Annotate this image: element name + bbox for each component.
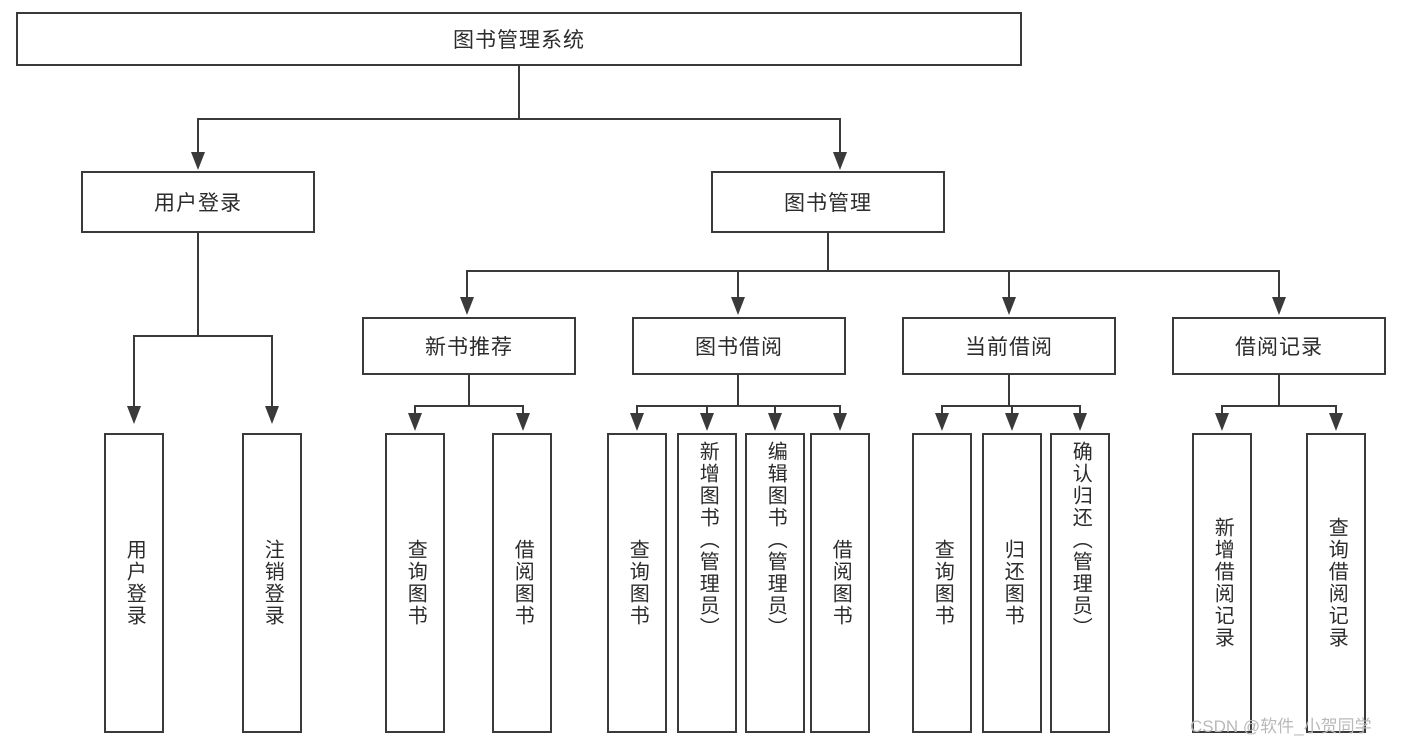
node-current-borrow[interactable]: 当前借阅 bbox=[902, 317, 1116, 375]
connector-book-borrow-child-4 bbox=[839, 405, 841, 417]
leaf-label: 借阅图书 bbox=[511, 539, 534, 627]
leaf-borrow-record-1[interactable]: 新增借阅记录 bbox=[1192, 433, 1252, 733]
arrow-borrow-record-child-1 bbox=[1215, 413, 1229, 431]
connector-to-new-book bbox=[466, 270, 468, 300]
connector-new-book-stem bbox=[468, 375, 470, 405]
arrow-new-book-child-1 bbox=[408, 413, 422, 431]
node-user-login[interactable]: 用户登录 bbox=[81, 171, 315, 233]
node-label: 图书管理系统 bbox=[453, 29, 585, 52]
leaf-label: 注销登录 bbox=[261, 539, 284, 627]
connector-borrow-record-stem bbox=[1278, 375, 1280, 405]
leaf-current-borrow-3[interactable]: 确认归还（管理员） bbox=[1050, 433, 1110, 733]
connector-borrow-record-bus bbox=[1221, 405, 1337, 407]
connector-borrow-record-child-1 bbox=[1221, 405, 1223, 417]
leaf-label: 查询图书 bbox=[626, 539, 649, 627]
connector-to-user-login bbox=[197, 118, 199, 156]
connector-new-book-child-1 bbox=[414, 405, 416, 417]
leaf-book-borrow-4[interactable]: 借阅图书 bbox=[810, 433, 870, 733]
leaf-borrow-record-2[interactable]: 查询借阅记录 bbox=[1306, 433, 1366, 733]
arrow-current-borrow-child-1 bbox=[935, 413, 949, 431]
arrow-user-login-child-1 bbox=[127, 406, 141, 424]
connector-current-borrow-child-1 bbox=[941, 405, 943, 417]
arrow-user-login-child-2 bbox=[265, 406, 279, 424]
arrow-borrow-record-child-2 bbox=[1329, 413, 1343, 431]
connector-book-borrow-stem bbox=[737, 375, 739, 405]
node-book-management[interactable]: 图书管理 bbox=[711, 171, 945, 233]
leaf-label: 查询借阅记录 bbox=[1325, 517, 1348, 649]
connector-to-borrow-record bbox=[1278, 270, 1280, 300]
connector-current-borrow-stem bbox=[1008, 375, 1010, 405]
node-label: 当前借阅 bbox=[965, 336, 1053, 359]
leaf-new-book-1[interactable]: 查询图书 bbox=[385, 433, 445, 733]
leaf-label: 借阅图书 bbox=[829, 539, 852, 627]
connector-to-current-borrow bbox=[1008, 270, 1010, 300]
arrow-book-borrow-child-3 bbox=[768, 413, 782, 431]
arrow-to-new-book bbox=[460, 297, 474, 315]
leaf-new-book-2[interactable]: 借阅图书 bbox=[492, 433, 552, 733]
leaf-book-borrow-2[interactable]: 新增图书（管理员） bbox=[677, 433, 737, 733]
arrow-book-borrow-child-1 bbox=[630, 413, 644, 431]
arrow-to-book-management bbox=[833, 152, 847, 170]
connector-to-book-management bbox=[839, 118, 841, 156]
connector-level3-bus bbox=[466, 270, 1280, 272]
leaf-label: 查询图书 bbox=[931, 539, 954, 627]
leaf-label: 查询图书 bbox=[404, 539, 427, 627]
node-book-borrow[interactable]: 图书借阅 bbox=[632, 317, 846, 375]
leaf-label: 确认归还（管理员） bbox=[1069, 441, 1092, 639]
node-label: 用户登录 bbox=[154, 192, 242, 215]
node-label: 新书推荐 bbox=[425, 336, 513, 359]
arrow-to-current-borrow bbox=[1002, 297, 1016, 315]
node-root-book-management-system[interactable]: 图书管理系统 bbox=[16, 12, 1022, 66]
leaf-label: 用户登录 bbox=[123, 539, 146, 627]
leaf-label: 新增借阅记录 bbox=[1211, 517, 1234, 649]
arrow-new-book-child-2 bbox=[516, 413, 530, 431]
connector-to-book-borrow bbox=[737, 270, 739, 300]
node-new-book-recommend[interactable]: 新书推荐 bbox=[362, 317, 576, 375]
connector-new-book-bus bbox=[414, 405, 524, 407]
connector-level2-bus bbox=[197, 118, 840, 120]
leaf-book-borrow-3[interactable]: 编辑图书（管理员） bbox=[745, 433, 805, 733]
connector-book-borrow-child-1 bbox=[636, 405, 638, 417]
leaf-current-borrow-1[interactable]: 查询图书 bbox=[912, 433, 972, 733]
arrow-to-borrow-record bbox=[1272, 297, 1286, 315]
leaf-book-borrow-1[interactable]: 查询图书 bbox=[607, 433, 667, 733]
connector-book-management-stem bbox=[827, 233, 829, 270]
leaf-label: 编辑图书（管理员） bbox=[764, 441, 787, 639]
connector-root-stem bbox=[518, 66, 520, 118]
connector-book-borrow-bus bbox=[636, 405, 840, 407]
node-label: 图书管理 bbox=[784, 192, 872, 215]
arrow-to-book-borrow bbox=[731, 297, 745, 315]
arrow-book-borrow-child-2 bbox=[700, 413, 714, 431]
node-label: 图书借阅 bbox=[695, 336, 783, 359]
connector-user-login-bus bbox=[133, 335, 273, 337]
arrow-current-borrow-child-3 bbox=[1073, 413, 1087, 431]
connector-new-book-child-2 bbox=[522, 405, 524, 417]
node-label: 借阅记录 bbox=[1235, 336, 1323, 359]
connector-user-login-child-2 bbox=[271, 335, 273, 409]
connector-user-login-child-1 bbox=[133, 335, 135, 409]
leaf-label: 归还图书 bbox=[1001, 539, 1024, 627]
leaf-label: 新增图书（管理员） bbox=[696, 441, 719, 639]
connector-book-borrow-child-2 bbox=[706, 405, 708, 417]
connector-borrow-record-child-2 bbox=[1335, 405, 1337, 417]
watermark-text: CSDN @软件_小贺同学 bbox=[1190, 717, 1372, 736]
leaf-user-login-1[interactable]: 用户登录 bbox=[104, 433, 164, 733]
leaf-user-login-2[interactable]: 注销登录 bbox=[242, 433, 302, 733]
arrow-to-user-login bbox=[191, 152, 205, 170]
connector-book-borrow-child-3 bbox=[774, 405, 776, 417]
arrow-book-borrow-child-4 bbox=[833, 413, 847, 431]
connector-current-borrow-child-3 bbox=[1079, 405, 1081, 417]
connector-current-borrow-child-2 bbox=[1011, 405, 1013, 417]
node-borrow-record[interactable]: 借阅记录 bbox=[1172, 317, 1386, 375]
leaf-current-borrow-2[interactable]: 归还图书 bbox=[982, 433, 1042, 733]
connector-user-login-stem bbox=[197, 233, 199, 335]
arrow-current-borrow-child-2 bbox=[1005, 413, 1019, 431]
